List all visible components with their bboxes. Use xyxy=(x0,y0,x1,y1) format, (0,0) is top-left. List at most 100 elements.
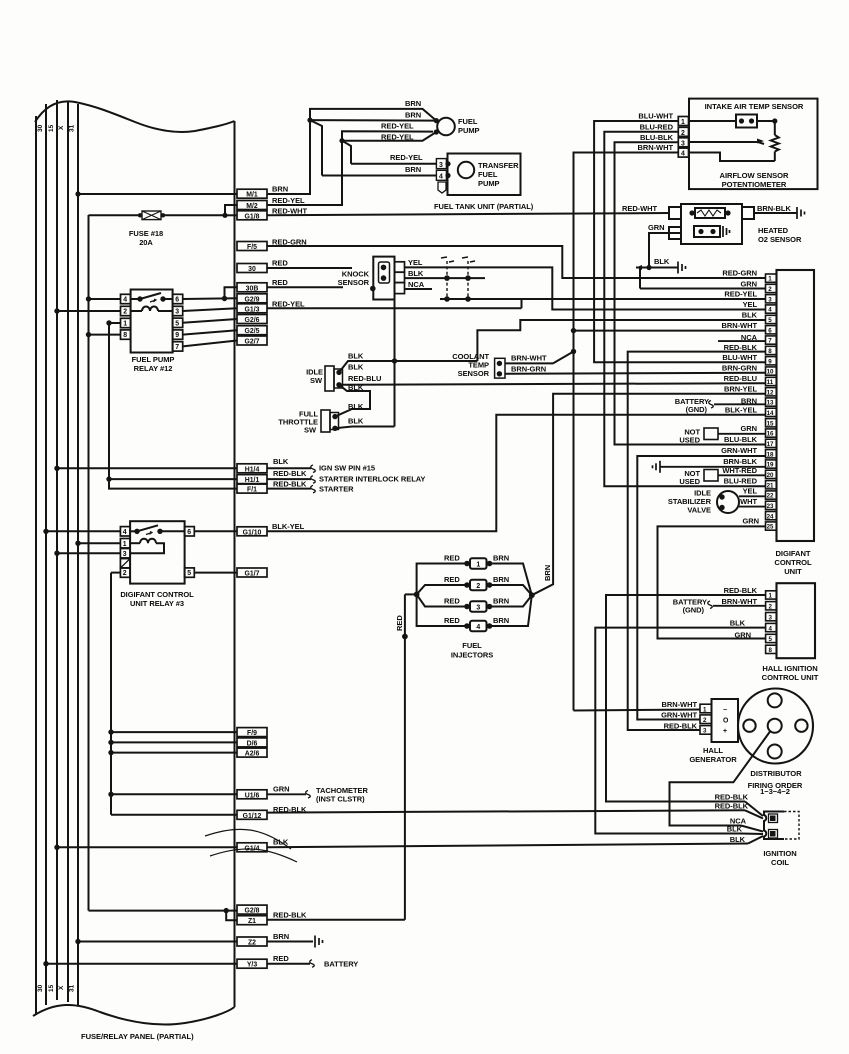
svg-text:IGN SW PIN #15: IGN SW PIN #15 xyxy=(319,464,375,473)
svg-text:BLK: BLK xyxy=(730,835,746,844)
svg-text:(GND): (GND) xyxy=(686,405,708,414)
svg-text:BLU-BLK: BLU-BLK xyxy=(724,435,758,444)
svg-text:30: 30 xyxy=(37,124,44,132)
svg-text:15: 15 xyxy=(48,984,55,992)
svg-text:PUMP: PUMP xyxy=(478,179,500,188)
svg-text:RED-YEL: RED-YEL xyxy=(381,133,414,142)
svg-text:SENSOR: SENSOR xyxy=(458,369,490,378)
svg-text:−: − xyxy=(723,707,727,714)
svg-text:FUEL: FUEL xyxy=(478,170,498,179)
svg-text:FUEL: FUEL xyxy=(462,641,482,650)
svg-text:G1/8: G1/8 xyxy=(245,213,260,220)
svg-text:RED-BLK: RED-BLK xyxy=(724,586,758,595)
svg-text:FUEL TANK UNIT (PARTIAL): FUEL TANK UNIT (PARTIAL) xyxy=(434,202,534,211)
svg-text:3: 3 xyxy=(175,309,179,316)
svg-text:9: 9 xyxy=(768,358,772,365)
svg-text:G1/3: G1/3 xyxy=(245,306,260,313)
svg-text:13: 13 xyxy=(767,400,774,407)
svg-text:TEMP: TEMP xyxy=(468,361,489,370)
svg-text:BRN: BRN xyxy=(741,397,757,406)
svg-text:RED-BLK: RED-BLK xyxy=(273,911,307,920)
svg-text:BRN: BRN xyxy=(493,597,509,606)
svg-text:STABILIZER: STABILIZER xyxy=(668,497,712,506)
svg-text:7: 7 xyxy=(175,344,179,351)
svg-text:SW: SW xyxy=(304,426,317,435)
svg-text:30: 30 xyxy=(248,266,256,273)
svg-text:G1/7: G1/7 xyxy=(245,571,260,578)
svg-text:DIGIFANT CONTROL: DIGIFANT CONTROL xyxy=(120,590,194,599)
svg-text:UNIT: UNIT xyxy=(784,567,802,576)
svg-text:BLK: BLK xyxy=(348,352,364,361)
svg-text:15: 15 xyxy=(767,420,774,427)
svg-text:BLK: BLK xyxy=(348,417,364,426)
svg-text:(GND): (GND) xyxy=(683,606,705,615)
svg-text:RED-BLU: RED-BLU xyxy=(348,374,381,383)
svg-text:STARTER: STARTER xyxy=(319,485,354,494)
svg-text:BRN-BLK: BRN-BLK xyxy=(757,204,791,213)
svg-text:2: 2 xyxy=(703,717,707,724)
svg-text:A2/6: A2/6 xyxy=(245,751,260,758)
svg-text:D/6: D/6 xyxy=(247,740,258,747)
svg-text:12: 12 xyxy=(767,389,774,396)
svg-text:RED-BLU: RED-BLU xyxy=(724,374,757,383)
svg-text:NOT: NOT xyxy=(684,469,700,478)
svg-text:BLK-YEL: BLK-YEL xyxy=(272,522,305,531)
svg-text:G2/6: G2/6 xyxy=(245,317,260,324)
svg-text:2: 2 xyxy=(123,570,127,577)
svg-text:BLK: BLK xyxy=(348,383,364,392)
svg-text:FUSE/RELAY PANEL (PARTIAL): FUSE/RELAY PANEL (PARTIAL) xyxy=(81,1032,194,1041)
svg-text:M/1: M/1 xyxy=(246,192,258,199)
svg-text:14: 14 xyxy=(767,410,774,417)
svg-text:RED-YEL: RED-YEL xyxy=(724,290,757,299)
svg-text:3: 3 xyxy=(476,604,480,611)
svg-text:RED-BLK: RED-BLK xyxy=(273,480,307,489)
svg-text:5: 5 xyxy=(175,320,179,327)
svg-text:RED: RED xyxy=(444,575,460,584)
svg-text:GENERATOR: GENERATOR xyxy=(689,755,737,764)
svg-text:3: 3 xyxy=(703,728,707,735)
svg-text:1: 1 xyxy=(476,561,480,568)
svg-text:RED-YEL: RED-YEL xyxy=(390,153,423,162)
svg-text:25: 25 xyxy=(767,524,774,531)
svg-text:BLK: BLK xyxy=(654,257,670,266)
svg-text:G1/10: G1/10 xyxy=(243,529,262,536)
svg-text:1: 1 xyxy=(123,321,127,328)
svg-text:BRN-GRN: BRN-GRN xyxy=(722,363,757,372)
svg-text:BLK: BLK xyxy=(408,269,424,278)
svg-text:RED-BLK: RED-BLK xyxy=(273,469,307,478)
svg-text:BRN: BRN xyxy=(272,185,288,194)
svg-text:8: 8 xyxy=(768,348,772,355)
svg-text:30B: 30B xyxy=(246,285,259,292)
svg-text:BRN-WHT: BRN-WHT xyxy=(511,354,547,363)
svg-text:BRN-WHT: BRN-WHT xyxy=(722,597,758,606)
svg-text:FUSE #18: FUSE #18 xyxy=(129,229,163,238)
svg-text:RED-YEL: RED-YEL xyxy=(272,299,305,308)
svg-text:G2/9: G2/9 xyxy=(245,296,260,303)
svg-text:1: 1 xyxy=(769,593,773,600)
svg-text:GRN: GRN xyxy=(740,279,757,288)
svg-text:8: 8 xyxy=(123,332,127,339)
svg-text:RED-WHT: RED-WHT xyxy=(622,204,658,213)
svg-text:6: 6 xyxy=(187,529,191,536)
svg-text:GRN-WHT: GRN-WHT xyxy=(661,711,697,720)
svg-text:4: 4 xyxy=(681,151,685,158)
svg-text:1: 1 xyxy=(123,541,127,548)
svg-text:RED-BLK: RED-BLK xyxy=(724,343,758,352)
svg-text:RED: RED xyxy=(273,954,289,963)
svg-text:IDLE: IDLE xyxy=(306,368,323,377)
svg-text:F/5: F/5 xyxy=(247,244,257,251)
svg-text:1: 1 xyxy=(703,706,707,713)
svg-text:DISTRIBUTOR: DISTRIBUTOR xyxy=(750,769,802,778)
svg-text:RED-GRN: RED-GRN xyxy=(722,269,757,278)
svg-text:O: O xyxy=(723,718,729,725)
svg-text:2: 2 xyxy=(769,604,773,611)
svg-text:NCA: NCA xyxy=(730,817,747,826)
svg-text:BRN-WHT: BRN-WHT xyxy=(722,321,758,330)
svg-text:X: X xyxy=(58,985,65,990)
svg-text:O2 SENSOR: O2 SENSOR xyxy=(758,235,802,244)
svg-text:G2/7: G2/7 xyxy=(245,339,260,346)
svg-text:IGNITION: IGNITION xyxy=(763,849,796,858)
svg-text:GRN: GRN xyxy=(648,223,665,232)
svg-text:18: 18 xyxy=(767,451,774,458)
svg-text:RED: RED xyxy=(272,278,288,287)
